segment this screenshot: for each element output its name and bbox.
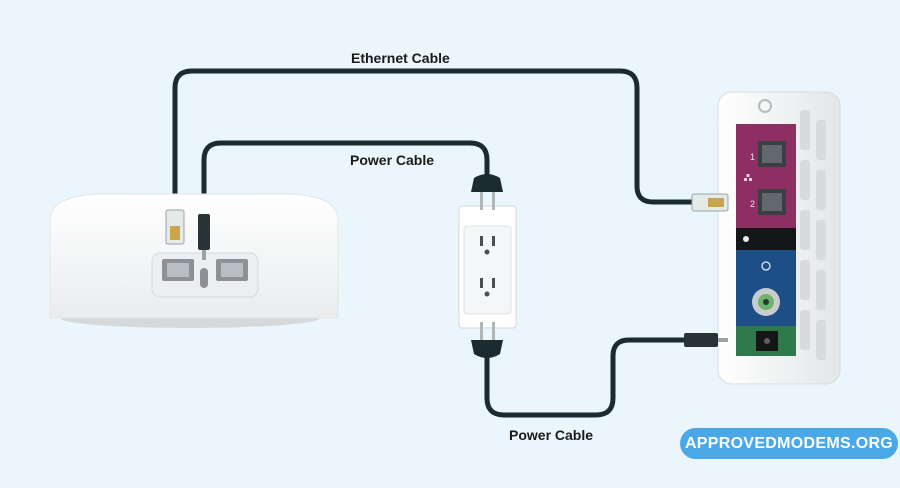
coax-symbol-icon bbox=[761, 261, 771, 271]
modem-reset-button-icon bbox=[743, 236, 749, 242]
modem-reset-strip bbox=[736, 228, 796, 250]
network-icon bbox=[744, 174, 752, 181]
brand-badge[interactable]: APPROVEDMODEMS.ORG bbox=[680, 428, 898, 459]
modem-power-plug bbox=[684, 333, 728, 347]
modem-coax-port bbox=[752, 288, 780, 316]
outlet-plug-bottom bbox=[471, 322, 503, 358]
power-cable-router bbox=[201, 140, 490, 221]
router-power-plug bbox=[198, 214, 210, 260]
router-ethernet-port-left bbox=[162, 259, 194, 281]
router-ethernet-plug bbox=[165, 209, 185, 245]
wall-outlet bbox=[458, 205, 517, 329]
modem-lan-port-2-label: 2 bbox=[750, 199, 755, 209]
router bbox=[49, 193, 339, 328]
modem-ethernet-plug bbox=[691, 193, 729, 212]
modem-lan-port-1-label: 1 bbox=[750, 152, 755, 162]
outlet-plug-top bbox=[471, 174, 503, 210]
modem-lan-port-2 bbox=[758, 189, 786, 215]
power-cable-label-top: Power Cable bbox=[350, 152, 435, 168]
modem bbox=[717, 91, 841, 385]
modem-lan-port-1 bbox=[758, 141, 786, 167]
socket-top bbox=[480, 236, 495, 255]
router-usbc-port bbox=[200, 268, 208, 288]
socket-bottom bbox=[480, 278, 495, 297]
ethernet-cable-label: Ethernet Cable bbox=[351, 50, 450, 66]
ethernet-cable bbox=[172, 68, 703, 219]
power-cable-modem bbox=[484, 337, 693, 418]
power-cable-label-bottom: Power Cable bbox=[509, 427, 594, 443]
modem-power-led-icon bbox=[758, 99, 772, 113]
router-ethernet-port-right bbox=[216, 259, 248, 281]
